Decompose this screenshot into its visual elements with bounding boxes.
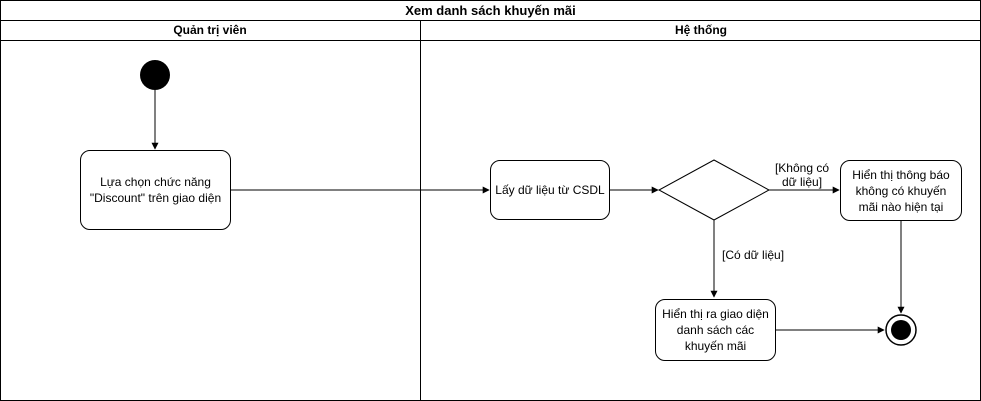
action-fetch-data: Lấy dữ liệu từ CSDL	[490, 160, 610, 220]
guard-has-data: [Có dữ liệu]	[722, 248, 785, 262]
lane-header-admin: Quản trị viên	[173, 23, 247, 37]
final-node-inner	[891, 320, 911, 340]
diagram-title: Xem danh sách khuyến mãi	[405, 3, 576, 18]
action-select-discount: Lựa chọn chức năng "Discount" trên giao …	[80, 150, 231, 230]
lane-header-system: Hệ thống	[675, 23, 727, 37]
initial-node	[140, 60, 170, 90]
action-show-promotion-list: Hiển thị ra giao diện danh sách các khuy…	[655, 299, 776, 361]
action-show-no-promotion: Hiển thị thông báo không có khuyến mãi n…	[840, 160, 962, 221]
guard-no-data: [Không có dữ liệu]	[774, 161, 830, 189]
decision-node	[657, 159, 771, 221]
